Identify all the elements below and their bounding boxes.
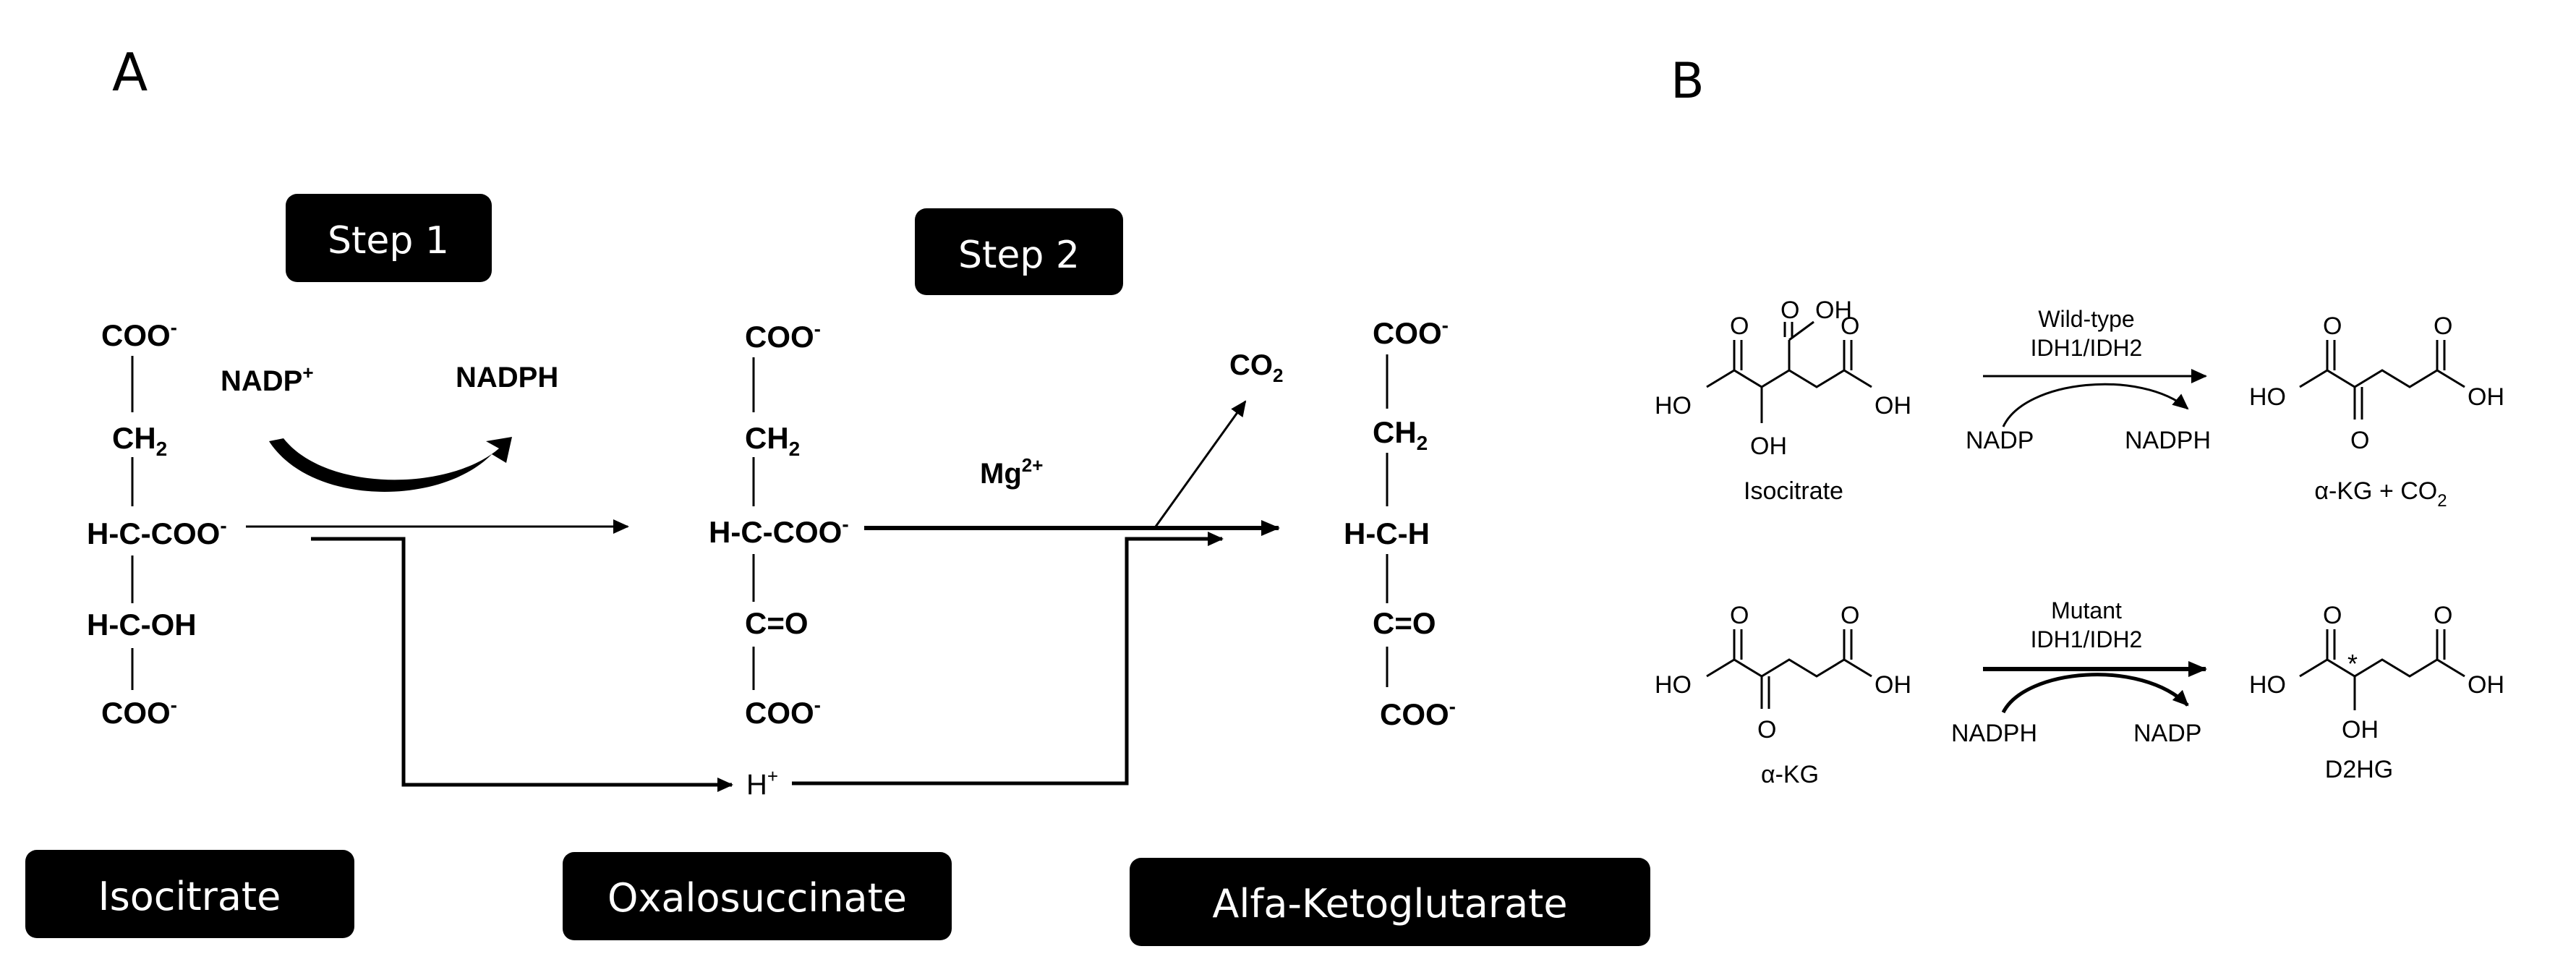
- b-isocitrate-structure: [1706, 320, 1872, 423]
- oxa-co: C=O: [745, 606, 809, 640]
- panel-a: A Step 1 Step 2 COO- CH2 H-C-COO- H-C-OH…: [25, 42, 1650, 946]
- mutant-label: Mutant: [2051, 597, 2122, 623]
- isocitrate-structure: COO- CH2 H-C-COO- H-C-OH COO-: [87, 316, 227, 730]
- svg-text:O: O: [2434, 312, 2452, 340]
- isocitrate-box: Isocitrate: [25, 850, 354, 938]
- panel-b-letter: B: [1671, 53, 1705, 110]
- oxa-coo-top: COO-: [745, 318, 821, 354]
- step1-box: Step 1: [286, 194, 492, 282]
- b-akg-product-atoms: HO O O O OH: [2249, 312, 2504, 454]
- cofactor-curved-arrow: [269, 437, 512, 492]
- svg-text:HO: HO: [2249, 671, 2286, 699]
- co2: CO2: [1229, 349, 1283, 386]
- svg-text:OH: OH: [1875, 392, 1911, 420]
- step1-label: Step 1: [328, 219, 449, 263]
- svg-text:O: O: [2323, 312, 2342, 340]
- akg-coo-bottom: COO-: [1380, 695, 1456, 731]
- akg-box: Alfa-Ketoglutarate: [1130, 858, 1650, 946]
- svg-text:O: O: [2323, 602, 2342, 629]
- b-d2hg-name: D2HG: [2325, 756, 2393, 783]
- chiral-star: *: [2347, 649, 2358, 678]
- svg-text:O: O: [1780, 297, 1799, 324]
- panel-a-letter: A: [112, 42, 148, 103]
- mutant-cofactor-arc: [2001, 673, 2189, 714]
- iso-ch2: CH2: [112, 421, 167, 460]
- mg-cofactor: Mg2+: [980, 454, 1043, 490]
- svg-text:OH: OH: [2468, 671, 2504, 699]
- proton-path-out: [311, 537, 733, 792]
- svg-text:O: O: [1730, 602, 1749, 629]
- step2-label: Step 2: [958, 234, 1080, 277]
- akg-center: H-C-H: [1344, 516, 1430, 550]
- akg-ch2: CH2: [1373, 415, 1428, 454]
- svg-text:O: O: [1730, 312, 1749, 340]
- svg-text:O: O: [2434, 602, 2452, 629]
- oxalosuccinate-structure: COO- CH2 H-C-COO- C=O COO-: [709, 318, 849, 730]
- svg-text:HO: HO: [1655, 392, 1692, 420]
- svg-text:OH: OH: [2342, 716, 2379, 744]
- b-akg-substrate-atoms: HO O O O OH: [1655, 602, 1911, 744]
- svg-text:O: O: [1757, 716, 1776, 744]
- svg-text:OH: OH: [2468, 383, 2504, 411]
- b-isocitrate-name: Isocitrate: [1744, 477, 1843, 505]
- idh-bottom-label: IDH1/IDH2: [2031, 626, 2143, 652]
- svg-text:HO: HO: [2249, 383, 2286, 411]
- akg-co: C=O: [1373, 606, 1436, 640]
- b-akg-co2-name: α-KG + CO2: [2314, 477, 2447, 511]
- panel-b: B HO O O OH OH O OH Isocitrate Wild-type: [1655, 53, 2504, 788]
- svg-text:OH: OH: [1750, 433, 1787, 460]
- co2-release-arrow: [1154, 400, 1247, 527]
- akg-structure: COO- CH2 H-C-H C=O COO-: [1344, 314, 1456, 731]
- isocitrate-label: Isocitrate: [98, 874, 281, 919]
- b-nadph-in: NADPH: [1951, 720, 2037, 747]
- oxalosuccinate-box: Oxalosuccinate: [563, 852, 952, 940]
- oxa-center: H-C-COO-: [709, 513, 849, 549]
- idh-top-label: IDH1/IDH2: [2031, 335, 2143, 361]
- b-nadp-in: NADP: [1966, 427, 2034, 454]
- b-nadp-out: NADP: [2133, 720, 2201, 747]
- oxalosuccinate-label: Oxalosuccinate: [607, 875, 907, 921]
- wild-type-label: Wild-type: [2038, 306, 2134, 332]
- b-akg-product-structure: [2299, 340, 2465, 420]
- svg-text:OH: OH: [1815, 297, 1852, 324]
- oxa-coo-bottom: COO-: [745, 694, 821, 730]
- oxa-ch2: CH2: [745, 421, 800, 460]
- wild-type-cofactor-arc: [2002, 383, 2189, 427]
- svg-text:O: O: [2350, 427, 2369, 454]
- nadph: NADPH: [456, 362, 558, 393]
- b-d2hg-structure: [2299, 629, 2465, 710]
- proton: H+: [746, 765, 778, 801]
- iso-coo-top: COO-: [101, 316, 177, 352]
- akg-label: Alfa-Ketoglutarate: [1212, 881, 1567, 927]
- iso-center: H-C-COO-: [87, 514, 227, 550]
- svg-text:O: O: [1841, 602, 1859, 629]
- nadp-plus: NADP+: [221, 362, 314, 397]
- svg-text:HO: HO: [1655, 671, 1692, 699]
- iso-coo-bottom: COO-: [101, 694, 177, 730]
- b-d2hg-atoms: HO O * OH O OH: [2249, 602, 2504, 744]
- svg-text:OH: OH: [1875, 671, 1911, 699]
- b-akg-substrate-structure: [1706, 629, 1872, 709]
- svg-text:O: O: [1841, 312, 1859, 340]
- b-akg-name: α-KG: [1761, 761, 1819, 788]
- akg-coo-top: COO-: [1373, 314, 1449, 350]
- b-nadph-out: NADPH: [2125, 427, 2211, 454]
- iso-hcoh: H-C-OH: [87, 608, 197, 642]
- proton-path-in: [792, 532, 1224, 785]
- step2-box: Step 2: [915, 208, 1123, 295]
- b-isocitrate-atoms: HO O O OH OH O OH: [1655, 297, 1911, 460]
